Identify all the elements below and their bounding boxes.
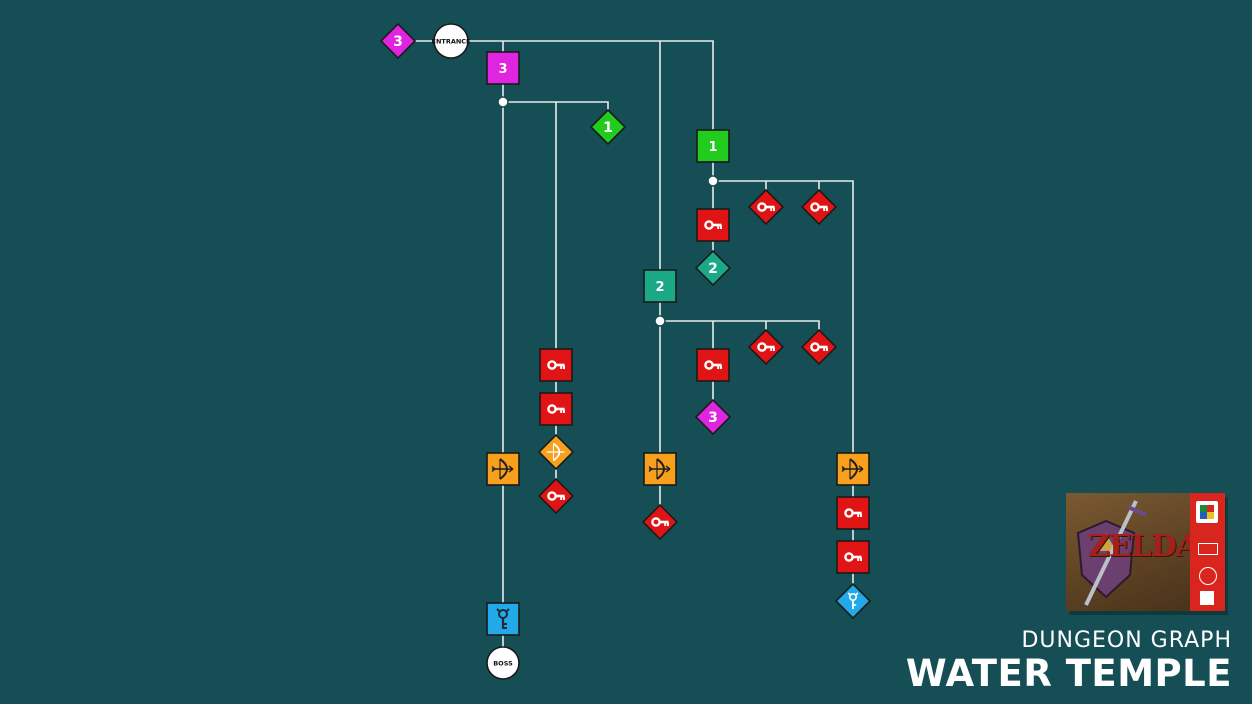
lock-3-label: 3 bbox=[498, 62, 507, 77]
small-key-diamond bbox=[800, 328, 838, 366]
small-key-diamond bbox=[641, 503, 679, 541]
n64-logo-icon bbox=[1196, 501, 1218, 523]
small-key-lock bbox=[696, 348, 730, 382]
bow-lock bbox=[643, 452, 677, 486]
lock-2-square: 2 bbox=[643, 269, 677, 303]
lock-1-square: 1 bbox=[696, 129, 730, 163]
rating-icon bbox=[1200, 591, 1214, 605]
bow-lock bbox=[836, 452, 870, 486]
entrance-node: ENTRANCE bbox=[432, 23, 471, 59]
lock-2-label: 2 bbox=[655, 280, 664, 295]
small-key-diamond bbox=[747, 328, 785, 366]
controller-icon bbox=[1198, 543, 1218, 555]
small-key-diamond bbox=[747, 188, 785, 226]
small-key-diamond bbox=[800, 188, 838, 226]
page-title: WATER TEMPLE bbox=[905, 652, 1232, 695]
small-key-lock bbox=[836, 540, 870, 574]
game-cover: ZELDA bbox=[1066, 493, 1225, 611]
junction-dot bbox=[707, 175, 719, 187]
bow-item-diamond bbox=[537, 433, 575, 471]
graph-edges bbox=[398, 40, 854, 663]
entrance-label: ENTRANCE bbox=[432, 38, 471, 46]
rumble-icon bbox=[1199, 567, 1217, 585]
junction-dot bbox=[654, 315, 666, 327]
small-key-diamond bbox=[537, 477, 575, 515]
cover-art: ZELDA bbox=[1066, 493, 1190, 611]
key-3-diamond-top: 3 bbox=[379, 22, 417, 60]
n64-strip bbox=[1190, 493, 1225, 611]
lock-3-square: 3 bbox=[486, 51, 520, 85]
boss-key-diamond bbox=[834, 582, 872, 620]
key-3-label: 3 bbox=[393, 34, 403, 50]
key-2-label: 2 bbox=[708, 261, 718, 277]
boss-label: BOSS bbox=[493, 660, 513, 668]
key-3-diamond-bottom: 3 bbox=[694, 398, 732, 436]
small-key-lock bbox=[539, 392, 573, 426]
bow-lock bbox=[486, 452, 520, 486]
page-subtitle: DUNGEON GRAPH bbox=[1021, 628, 1232, 653]
small-key-lock bbox=[696, 208, 730, 242]
junction-dot bbox=[497, 96, 509, 108]
key-1-diamond: 1 bbox=[589, 108, 627, 146]
boss-key-lock bbox=[486, 602, 520, 636]
small-key-lock bbox=[539, 348, 573, 382]
key-1-label: 1 bbox=[603, 120, 613, 136]
boss-node: BOSS bbox=[486, 646, 520, 680]
title-block: DUNGEON GRAPH WATER TEMPLE bbox=[906, 628, 1232, 694]
small-key-lock bbox=[836, 496, 870, 530]
key-3-label: 3 bbox=[708, 410, 718, 426]
zelda-logo: ZELDA bbox=[1088, 529, 1190, 564]
key-2-diamond: 2 bbox=[694, 249, 732, 287]
lock-1-label: 1 bbox=[708, 140, 717, 155]
shield-icon bbox=[1076, 500, 1147, 606]
